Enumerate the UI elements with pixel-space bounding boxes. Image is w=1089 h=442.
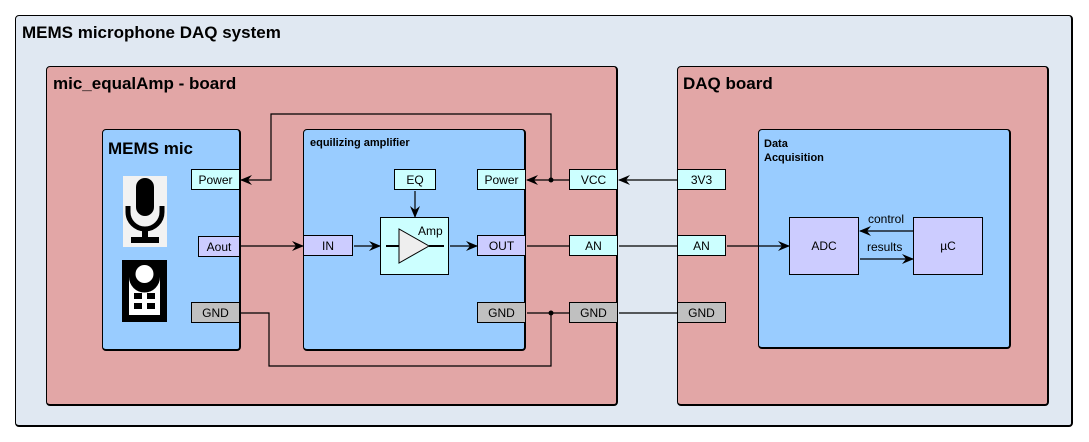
system-title: MEMS microphone DAQ system <box>22 23 281 42</box>
mems-mic-gnd-port[interactable]: GND <box>191 302 240 323</box>
mic-board-an-port[interactable]: AN <box>569 235 618 256</box>
amplifier-gnd-port[interactable]: GND <box>477 302 526 323</box>
daq-board-title: DAQ board <box>683 74 773 93</box>
eq-block[interactable]: EQ <box>394 169 436 190</box>
adc-block[interactable]: ADC <box>789 217 859 275</box>
daq-board-3v3-port[interactable]: 3V3 <box>677 169 726 190</box>
mic-board-vcc-port[interactable]: VCC <box>569 169 618 190</box>
microcontroller-block[interactable]: µC <box>913 217 983 275</box>
amp-label: Amp <box>418 224 443 238</box>
results-label: results <box>867 240 903 254</box>
daq-board-gnd-port[interactable]: GND <box>677 302 726 323</box>
microphone-icon <box>123 176 167 247</box>
mems-mic-aout-port[interactable]: Aout <box>198 236 240 257</box>
amplifier-title: equilizing amplifier <box>310 137 410 149</box>
data-acquisition-title-line1: Data <box>764 138 788 150</box>
daq-board-an-port[interactable]: AN <box>677 235 726 256</box>
mic-board-gnd-port[interactable]: GND <box>569 302 618 323</box>
mems-sensor-icon <box>122 260 167 322</box>
mems-mic-power-port[interactable]: Power <box>191 169 240 190</box>
amplifier-power-port[interactable]: Power <box>477 169 526 190</box>
amplifier-in-port[interactable]: IN <box>303 235 353 256</box>
amp-block[interactable]: Amp <box>380 217 449 275</box>
data-acquisition-title-line2: Acquisition <box>764 152 824 164</box>
mic-board-title: mic_equalAmp - board <box>53 74 237 93</box>
amplifier-out-port[interactable]: OUT <box>477 235 526 256</box>
control-label: control <box>868 212 905 226</box>
mems-mic-title: MEMS mic <box>108 139 194 158</box>
